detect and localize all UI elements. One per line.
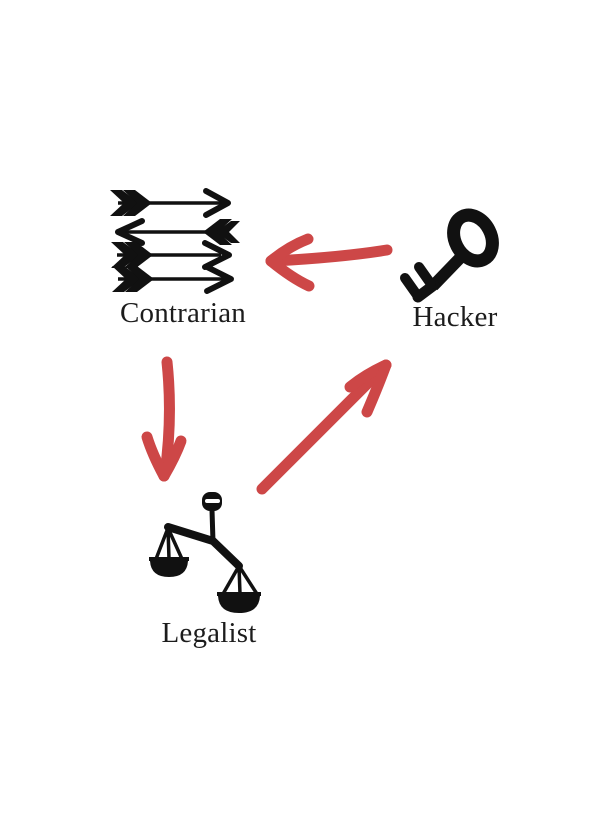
contrarian-label: Contrarian	[119, 297, 246, 329]
scales-icon	[149, 492, 261, 613]
key-icon	[400, 208, 499, 303]
edge-arrow-contrarian-to-legalist	[141, 356, 187, 482]
edge-arrow-hacker-to-contrarian	[265, 233, 393, 292]
crossed-arrows-icon	[110, 188, 240, 294]
edge-arrow-legalist-to-hacker	[256, 359, 392, 495]
legalist-label: Legalist	[161, 617, 257, 649]
hacker-label: Hacker	[412, 301, 498, 333]
